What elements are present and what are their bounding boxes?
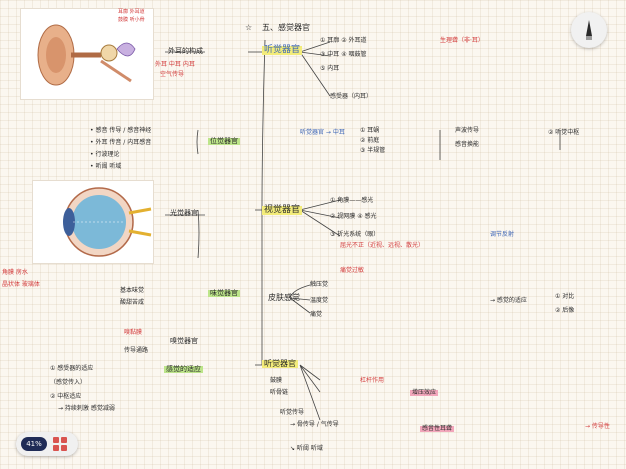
bottom-left-2: （感觉传入） [50, 379, 87, 386]
bottom-line-5: ↘ 听阈 听域 [290, 445, 323, 452]
ear-anatomy-icon [37, 24, 136, 86]
ear-anatomy-image[interactable] [20, 8, 154, 100]
eye-red-note: 屈光不正（近视、远视、散光） [340, 242, 425, 249]
eye-mid-label: 光觉器官 [170, 209, 198, 217]
vestibular-root-node[interactable]: 位觉器官 [208, 137, 240, 145]
eye-item-3: ③ 折光系统（眼） [330, 231, 380, 238]
eye-item-2: ② 视网膜 ④ 感光 [330, 213, 377, 220]
left-list-4: • 听阈 听域 [90, 163, 122, 170]
eye-item-1: ① 角膜——感光 [330, 197, 374, 204]
smell-note: 传导通路 [124, 347, 149, 354]
bottom-root-node[interactable]: 听觉器官 [262, 359, 298, 368]
ear-inner-label: 感受器（内耳） [330, 93, 373, 100]
eye-root-node[interactable]: 视觉器官 [262, 205, 303, 215]
taste-root-node[interactable]: 味觉器官 [208, 289, 240, 297]
bottom-red-1: 杠杆作用 [360, 377, 385, 384]
taste-line-1: 基本味觉 [120, 287, 145, 294]
ear-item-3: ⑤ 内耳 [320, 65, 340, 72]
zoom-level-button[interactable]: 41% [21, 437, 47, 451]
left-red-2: 晶状体 玻璃体 [2, 281, 40, 288]
right-col-3: ② 听觉中枢 [548, 129, 580, 136]
outer-ear-label: 外耳的构成 [168, 47, 203, 55]
right-line-2: ② 前庭 [360, 137, 380, 144]
eye-blue-note: 调节反射 [490, 231, 515, 238]
right-col-1: 声波传导 [455, 127, 480, 134]
right-line-1: ① 耳蜗 [360, 127, 380, 134]
bottom-line-2: 听骨链 [270, 389, 289, 396]
bottom-left-1: ① 感受器的适应 [50, 365, 94, 372]
skin-right-2: ① 对比 [555, 293, 575, 300]
bottom-left-4: → 持续刺激 感觉减弱 [58, 405, 115, 412]
bottom-left-3: ② 中枢适应 [50, 393, 82, 400]
page-grid-icon[interactable] [53, 437, 67, 451]
ear-red-note-2: 鼓膜 听小骨 [118, 17, 145, 23]
bottom-right-red: → 传导性 [585, 423, 610, 430]
smell-root-node[interactable]: 嗅觉器官 [170, 337, 198, 345]
adapt-root-node[interactable]: 感觉的适应 [164, 365, 203, 373]
skin-red-note: 痛觉过敏 [340, 267, 365, 274]
bottom-pink-2: 感音性耳聋 [420, 425, 455, 432]
taste-line-2: 酸甜苦咸 [120, 299, 145, 306]
left-list-1: • 感音 传导 / 感音神经 [90, 127, 152, 134]
skin-line-1: 触压觉 [310, 281, 329, 288]
ear-item-2: ③ 中耳 ④ 咽鼓管 [320, 51, 367, 58]
skin-line-2: 温度觉 [310, 297, 329, 304]
ear-root-node[interactable]: 听觉器官 [262, 45, 303, 55]
smell-red: 嗅黏膜 [124, 329, 143, 336]
skin-right-1: → 感觉的适应 [490, 297, 527, 304]
eye-anatomy-icon [63, 187, 152, 257]
pen-tool-button[interactable] [571, 12, 607, 48]
left-list-2: • 外耳 传音 / 内耳感音 [90, 139, 152, 146]
ear-side-note: 生理聋（非·耳） [440, 37, 484, 44]
bottom-line-4: → 骨传导 / 气传导 [290, 421, 339, 428]
ear-item-1: ① 耳廓 ② 外耳道 [320, 37, 367, 44]
bottom-line-3: 听觉传导 [280, 409, 305, 416]
eye-anatomy-image[interactable] [32, 180, 154, 264]
zoom-toolbar: 41% [16, 432, 78, 456]
bottom-line-1: 鼓膜 [270, 377, 283, 384]
ear-red-annot-2: 空气传导 [160, 71, 185, 78]
right-line-3: ③ 半规管 [360, 147, 386, 154]
ear-red-annot: 外耳 中耳 内耳 [155, 61, 195, 68]
pen-icon [586, 20, 592, 40]
skin-root-node[interactable]: 皮肤感觉 [268, 293, 300, 302]
skin-right-3: ② 后像 [555, 307, 575, 314]
skin-line-3: 痛觉 [310, 311, 323, 318]
page-title: 五、感觉器官 [262, 23, 310, 32]
left-list-3: • 行波理论 [90, 151, 120, 158]
ear-branch-label: 听觉器官 → 中耳 [300, 129, 345, 136]
right-col-2: 感音换能 [455, 141, 480, 148]
bottom-pink-1: 增压效应 [410, 389, 439, 396]
left-red-1: 角膜 房水 [2, 269, 28, 276]
star-icon: ☆ [245, 23, 253, 32]
ear-red-note: 耳廓 外耳道 [118, 9, 145, 15]
